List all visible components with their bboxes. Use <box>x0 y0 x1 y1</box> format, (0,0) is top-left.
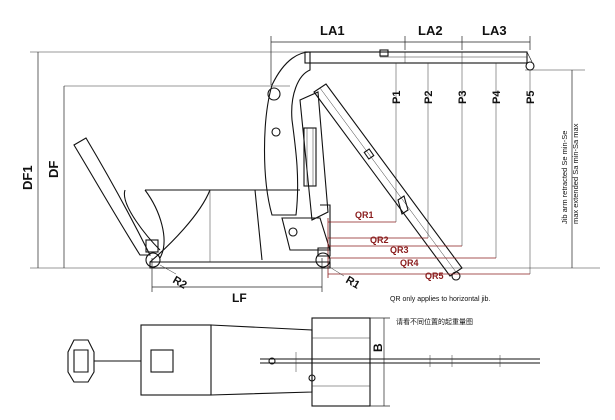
qr1-label: QR1 <box>355 210 374 220</box>
qr4-label: QR4 <box>400 258 419 268</box>
position-markers: P1 P2 P3 P4 P5 <box>391 63 537 274</box>
df-label: DF <box>46 161 61 178</box>
qr-note: QR only applies to horizontal jib. <box>390 296 490 303</box>
angled-jib <box>313 83 463 281</box>
p3-label: P3 <box>457 91 469 104</box>
side-note-line2: max extended Sa min-Sa max <box>571 123 580 224</box>
plan-view: B <box>67 317 540 407</box>
qr3-label: QR3 <box>390 245 409 255</box>
p5-label: P5 <box>525 91 537 104</box>
crane-mast <box>263 51 331 251</box>
b-label: B <box>371 343 385 352</box>
reach-lines: QR1 QR2 QR3 QR4 QR5 <box>327 210 530 281</box>
la3-label: LA3 <box>482 23 507 38</box>
chinese-note: 请看不同位置的起重量图 <box>396 317 473 326</box>
df1-label: DF1 <box>20 165 35 190</box>
horizontal-jib <box>304 49 535 71</box>
r2-label: R2 <box>171 274 189 291</box>
la2-label: LA2 <box>418 23 443 38</box>
qr5-label: QR5 <box>425 271 444 281</box>
base-dimensions: LF R2 R1 <box>151 258 362 305</box>
side-note-line1: Jib arm retracted Se min-Se <box>560 131 569 224</box>
qr2-label: QR2 <box>370 235 389 245</box>
la1-label: LA1 <box>320 23 345 38</box>
top-dimension-chain: LA1 LA2 LA3 <box>270 23 531 85</box>
p4-label: P4 <box>491 90 503 104</box>
p2-label: P2 <box>423 91 435 104</box>
crane-base <box>123 189 331 269</box>
p1-label: P1 <box>391 91 403 104</box>
lf-label: LF <box>232 291 247 305</box>
right-dimension: Jib arm retracted Se min-Se max extended… <box>525 69 585 268</box>
r1-label: R1 <box>344 274 362 291</box>
outrigger-leg <box>73 137 165 259</box>
left-dimension-chain: DF1 DF <box>20 51 600 269</box>
